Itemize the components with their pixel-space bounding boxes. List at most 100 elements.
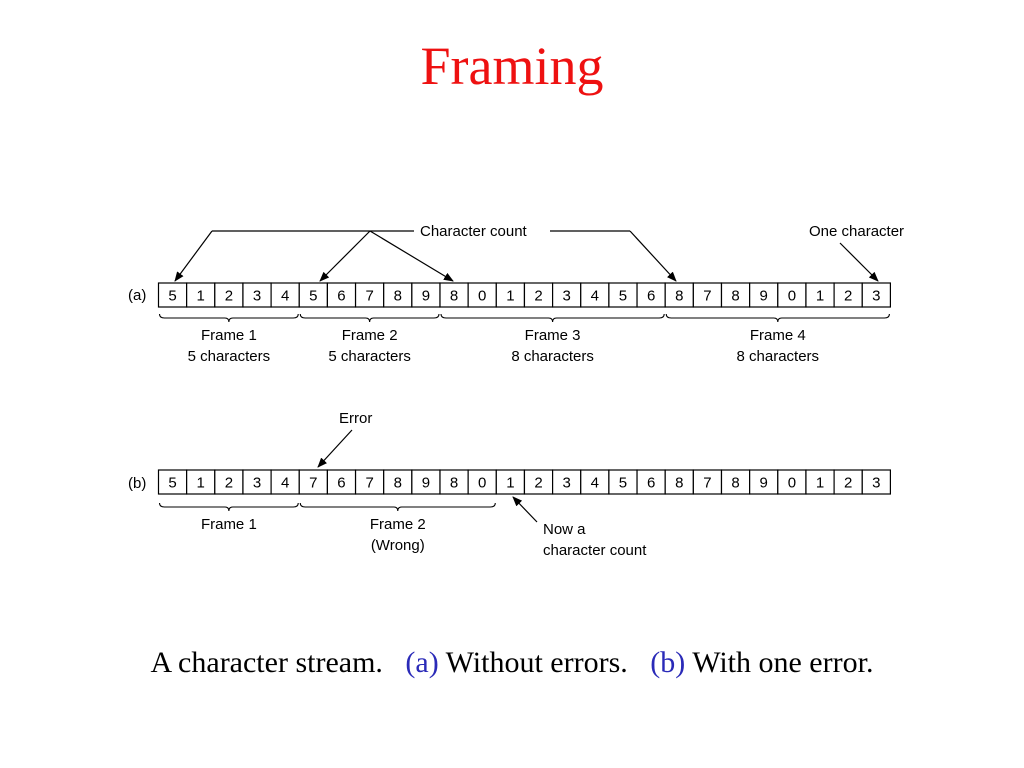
row-a-cell (861, 282, 891, 308)
row-a-frame-brace (158, 313, 299, 323)
row-a-cell-value: 4 (281, 288, 289, 305)
row-a-cell (214, 282, 244, 308)
now-label-line1: Now a (543, 521, 586, 538)
row-a-cell (270, 282, 300, 308)
row-b-frame-label: Frame 1 (201, 516, 257, 533)
row-a-cell-value: 3 (563, 288, 571, 305)
row-a-frame-brace (299, 313, 440, 323)
row-a-cell-value: 7 (703, 288, 711, 305)
one-character-label: One character (809, 223, 904, 240)
row-a-cell-value: 1 (506, 288, 514, 305)
row-a-cell (439, 282, 469, 308)
row-b-cell-value: 9 (422, 475, 430, 492)
row-a-cell-value: 0 (788, 288, 796, 305)
row-a-cell (326, 282, 357, 308)
row-b-cell (242, 469, 272, 495)
row-b-cell (326, 469, 357, 495)
row-b-cell-value: 1 (506, 475, 514, 492)
now-label-line2: character count (543, 542, 647, 559)
row-a-cell-value: 5 (619, 288, 627, 305)
row-a-cell-value: 2 (534, 288, 542, 305)
row-a-cell-value: 8 (450, 288, 458, 305)
row-a-cell (749, 282, 779, 308)
row-a-cell-value: 9 (760, 288, 768, 305)
row-a-cell-value: 0 (478, 288, 486, 305)
row-a-frame-label: Frame 2 (342, 327, 398, 344)
error-arrow (317, 429, 353, 468)
caption-a-text: Without errors. (438, 646, 628, 679)
row-b-cell-value: 6 (647, 475, 655, 492)
row-a-frame-label: Frame 1 (201, 327, 257, 344)
row-b-cell (523, 469, 554, 495)
row-a-cell-value: 2 (844, 288, 852, 305)
row-a-cell-value: 8 (394, 288, 402, 305)
row-a-cell (495, 282, 526, 308)
row-b-cell (157, 469, 188, 495)
row-b-cell-value: 8 (731, 475, 739, 492)
row-a-cell-value: 1 (816, 288, 824, 305)
row-b-cell-value: 4 (591, 475, 599, 492)
row-b-cell (749, 469, 779, 495)
row-b-cell-value: 1 (197, 475, 205, 492)
row-b-frame-sublabel: (Wrong) (371, 537, 425, 554)
row-a-frame-brace (665, 313, 890, 323)
row-a-cell-value: 4 (591, 288, 599, 305)
row-b-cell-value: 7 (365, 475, 373, 492)
row-b-frame-brace (299, 502, 496, 512)
row-b-cell (608, 469, 638, 495)
row-b-cell (805, 469, 835, 495)
row-a-cell (636, 282, 666, 308)
row-b-cell-value: 1 (816, 475, 824, 492)
row-a-cell-value: 5 (309, 288, 317, 305)
row-a-frame-sublabel: 5 characters (188, 348, 271, 365)
row-a-cell (833, 282, 863, 308)
row-a-frame-sublabel: 8 characters (737, 348, 820, 365)
row-a-cell-value: 9 (422, 288, 430, 305)
row-b-cell-value: 7 (703, 475, 711, 492)
row-a-frame-sublabel: 5 characters (328, 348, 411, 365)
row-b-cell (720, 469, 751, 495)
row-b-cell-value: 8 (450, 475, 458, 492)
row-b-cell-value: 5 (168, 475, 176, 492)
row-a-cell-value: 7 (365, 288, 373, 305)
row-a-cell (580, 282, 610, 308)
row-a-cell-value: 6 (337, 288, 345, 305)
row-b-cell (692, 469, 723, 495)
row-a-cell (383, 282, 413, 308)
row-a-cell-value: 8 (675, 288, 683, 305)
row-b-cell-value: 3 (253, 475, 261, 492)
one-character-arrow (839, 242, 879, 282)
row-a-cell (298, 282, 328, 308)
row-a-cell-value: 8 (731, 288, 739, 305)
row-b-cell (411, 469, 441, 495)
character-count-arrows (174, 230, 677, 282)
row-b-cell-value: 3 (872, 475, 880, 492)
row-a-cell-value: 1 (197, 288, 205, 305)
row-b-label: (b) (128, 475, 146, 492)
row-a-cell-value: 3 (253, 288, 261, 305)
row-b-frame-brace (158, 502, 299, 512)
caption-b-text: With one error. (685, 646, 874, 679)
row-b-cell (664, 469, 694, 495)
row-a-cell-value: 5 (168, 288, 176, 305)
row-b-cell-value: 3 (563, 475, 571, 492)
row-a-frame-label: Frame 4 (750, 327, 806, 344)
row-b-cell-value: 5 (619, 475, 627, 492)
row-a-frames: Frame 1 5 characters Frame 2 5 characters Fr… (158, 313, 890, 365)
row-a-cell-value: 6 (647, 288, 655, 305)
row-b-cell-value: 0 (788, 475, 796, 492)
row-b-cell-value: 4 (281, 475, 289, 492)
row-b-cell-value: 7 (309, 475, 317, 492)
row-b-cell (354, 469, 385, 495)
row-b-cell-value: 0 (478, 475, 486, 492)
row-b-cell-value: 8 (675, 475, 683, 492)
error-label: Error (339, 410, 372, 427)
caption: A character stream. (a) Without errors. … (0, 646, 1024, 680)
now-character-count-arrow (512, 496, 538, 523)
row-b-cell (298, 469, 328, 495)
row-b-cell-value: 9 (760, 475, 768, 492)
row-a-frame-brace (440, 313, 665, 323)
